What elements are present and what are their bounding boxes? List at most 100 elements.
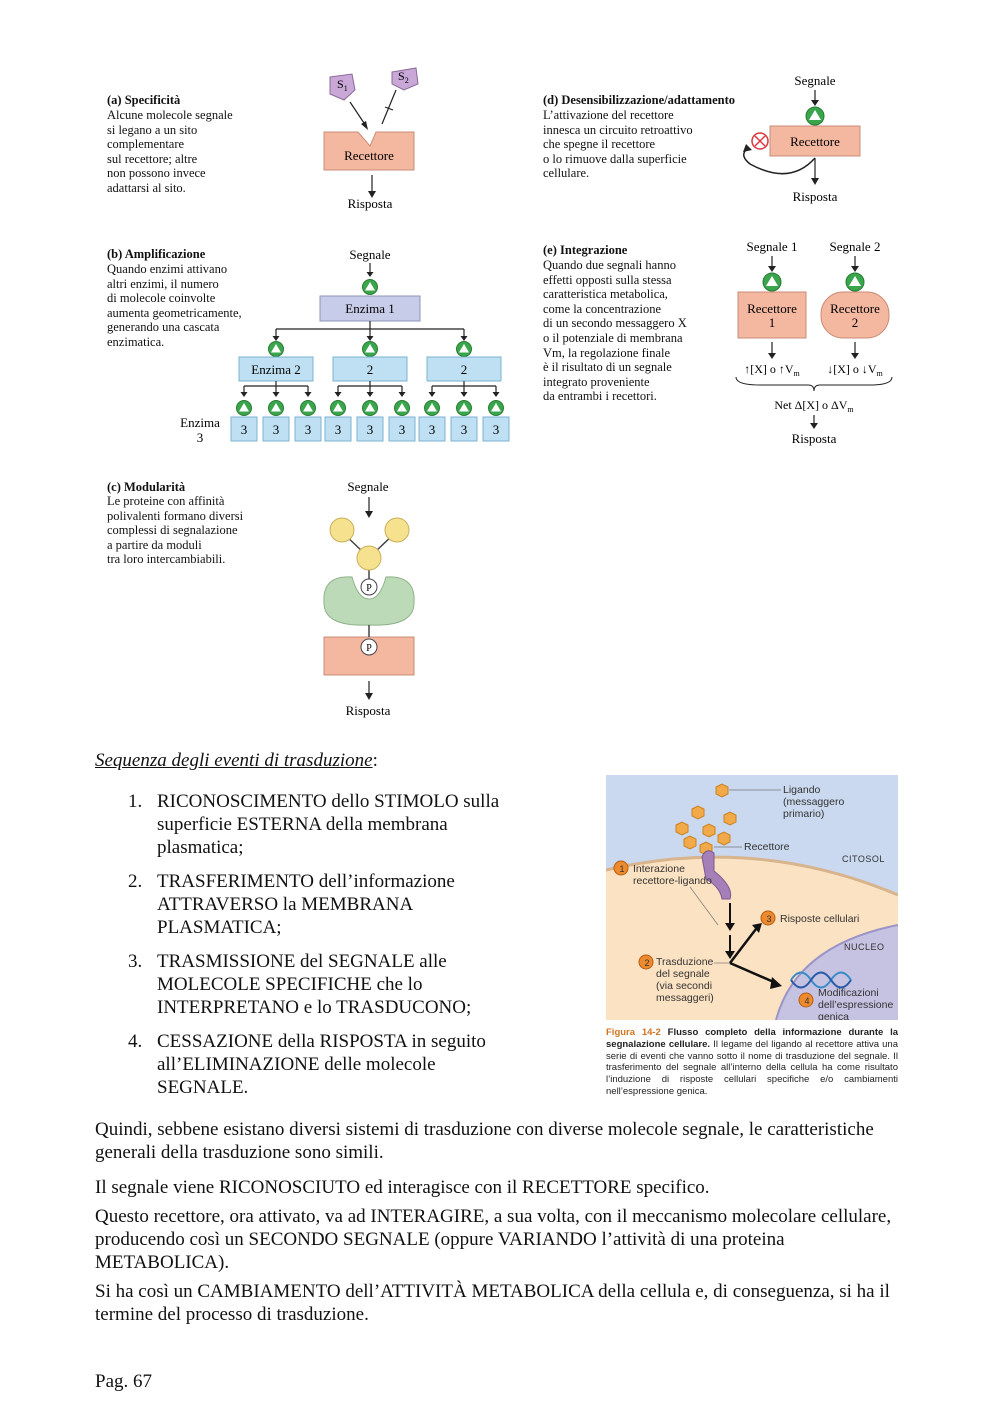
nucleus-label: NUCLEO	[844, 942, 885, 952]
figure-caption: Figura 14-2 Flusso completo della inform…	[606, 1027, 898, 1098]
figure-14-2: 1 2 3 4 Ligando (messaggero primario) Re…	[606, 775, 898, 1020]
receptor-d	[769, 125, 861, 157]
step1-number: 1	[619, 864, 625, 874]
dna-icon	[790, 971, 852, 989]
enzyme-3-box	[262, 416, 290, 442]
list-number: 4.	[128, 1031, 143, 1052]
enzyme-2-label: Enzima 2	[251, 362, 300, 377]
list-item: 4. CESSAZIONE della RISPOSTA in seguito …	[128, 1030, 528, 1099]
list-text: CESSAZIONE della RISPOSTA in seguito all…	[157, 1031, 486, 1098]
receptor-a-label: Recettore	[344, 148, 394, 163]
list-text: TRASMISSIONE del SEGNALE alle MOLECOLE S…	[157, 951, 472, 1018]
paragraph: Questo recettore, ora attivato, va ad IN…	[95, 1206, 892, 1273]
enzyme-2-box	[332, 356, 408, 382]
phospho-label: P	[366, 643, 372, 654]
enzyme-3-row-label: 3	[197, 430, 204, 445]
panel-c-title: (c) Modularità	[107, 480, 186, 494]
steps-list: 1. RICONOSCIMENTO dello STIMOLO sulla su…	[128, 790, 528, 1099]
enzyme-2-box	[426, 356, 502, 382]
paragraph: Si ha così un CAMBIAMENTO dell’ATTIVITÀ …	[95, 1281, 890, 1325]
panel-d-text: L’attivazione del recettore innesca un c…	[543, 108, 693, 181]
phospho-label: P	[366, 583, 372, 594]
enzyme-3-label: 3	[305, 422, 312, 437]
list-item: 3. TRASMISSIONE del SEGNALE alle MOLECOL…	[128, 950, 528, 1019]
ligand-label: Ligando (messaggero primario)	[783, 784, 845, 820]
enzyme-3-label: 3	[399, 422, 406, 437]
list-number: 1.	[128, 791, 143, 812]
step2-label: Trasduzione del segnale (via secondi mes…	[656, 956, 714, 1004]
list-number: 3.	[128, 951, 143, 972]
specificity-graphic: S1 S2 Recettore Risposta	[323, 67, 419, 211]
enzyme-3-label: 3	[273, 422, 280, 437]
enzyme-3-label: 3	[335, 422, 342, 437]
panel-d-title: (d) Desensibilizzazione/adattamento	[543, 93, 735, 107]
receptor-label: Recettore	[744, 841, 790, 853]
enzyme-3-label: 3	[367, 422, 374, 437]
enzyme-3-row-label: Enzima	[180, 415, 220, 430]
paragraph: Quindi, sebbene esistano diversi sistemi…	[95, 1119, 874, 1163]
receptor-d-label: Recettore	[790, 134, 840, 149]
section-colon: :	[372, 750, 378, 771]
section-heading: Sequenza degli eventi di trasduzione:	[95, 750, 378, 772]
caption-label: Figura 14-2	[606, 1027, 661, 1038]
enzyme-3-box	[324, 416, 352, 442]
receptor-2	[820, 291, 890, 339]
response-e-label: Risposta	[792, 431, 837, 446]
list-text: RICONOSCIMENTO dello STIMOLO sulla super…	[157, 791, 500, 858]
signal1-label: Segnale 1	[747, 239, 798, 254]
step2-number: 2	[644, 958, 650, 968]
module-icon	[329, 517, 355, 543]
enzyme-3-box	[418, 416, 446, 442]
enzyme-3-box	[294, 416, 322, 442]
signal2-label: Segnale 2	[830, 239, 881, 254]
enzyme-1-label: Enzima 1	[345, 301, 394, 316]
s1-molecule-icon	[329, 73, 356, 101]
panel-a-text: Alcune molecole segnale si legano a un s…	[107, 108, 233, 195]
enzyme-3-box	[230, 416, 258, 442]
list-item: 1. RICONOSCIMENTO dello STIMOLO sulla su…	[128, 790, 528, 859]
paragraph: Il segnale viene RICONOSCIUTO ed interag…	[95, 1177, 710, 1198]
s2-molecule-icon	[391, 67, 419, 91]
panel-b-text: Quando enzimi attivano altri enzimi, il …	[107, 262, 242, 349]
module-icon	[356, 545, 382, 571]
panel-e-text: Quando due segnali hanno effetti opposti…	[543, 258, 687, 404]
caption-text: Il legame del ligando al recettore attiv…	[606, 1038, 898, 1097]
net-label: Net Δ[X] o ΔVm	[774, 398, 854, 414]
section-title: Sequenza degli eventi di trasduzione	[95, 750, 373, 771]
panel-c-text: Le proteine con affinità polivalenti for…	[107, 494, 244, 567]
enzyme-2-label: 2	[367, 362, 374, 377]
enzyme-3-box	[482, 416, 510, 442]
enzyme-3-label: 3	[429, 422, 436, 437]
enzyme-3-box	[388, 416, 416, 442]
panel-b-title: (b) Amplificazione	[107, 247, 206, 261]
ligand-icons	[675, 783, 737, 856]
enzyme-2-label: 2	[461, 362, 468, 377]
list-item: 2. TRASFERIMENTO dell’informazione ATTRA…	[128, 870, 528, 939]
enzyme-3-label: 3	[461, 422, 468, 437]
step3-label: Risposte cellulari	[780, 913, 860, 925]
signal-d-label: Segnale	[794, 73, 835, 88]
enzyme-3-label: 3	[493, 422, 500, 437]
signal-c-label: Segnale	[347, 479, 388, 494]
signal-flow-graphic	[606, 775, 898, 1020]
effect2-label: ↓[X] o ↓Vm	[827, 362, 883, 378]
caption-title: Flusso completo della informazione duran…	[606, 1027, 899, 1050]
receptor-1	[737, 291, 807, 339]
step3-number: 3	[766, 914, 772, 924]
list-text: TRASFERIMENTO dell’informazione ATTRAVER…	[157, 871, 455, 938]
s1-label: S1	[337, 77, 348, 93]
module-icon	[384, 517, 410, 543]
modularity-graphic: Segnale P P Risposta	[323, 479, 415, 718]
signal-b-label: Segnale	[349, 247, 390, 262]
enzyme-3-box	[356, 416, 384, 442]
enzyme-3-box	[450, 416, 478, 442]
step4-label: Modificazioni dell’espressione genica	[818, 987, 894, 1020]
response-d-label: Risposta	[793, 189, 838, 204]
response-a-label: Risposta	[348, 196, 393, 211]
response-c-label: Risposta	[346, 703, 391, 718]
s2-label: S2	[398, 69, 409, 85]
desensitization-graphic: Segnale Recettore Risposta	[743, 73, 861, 204]
